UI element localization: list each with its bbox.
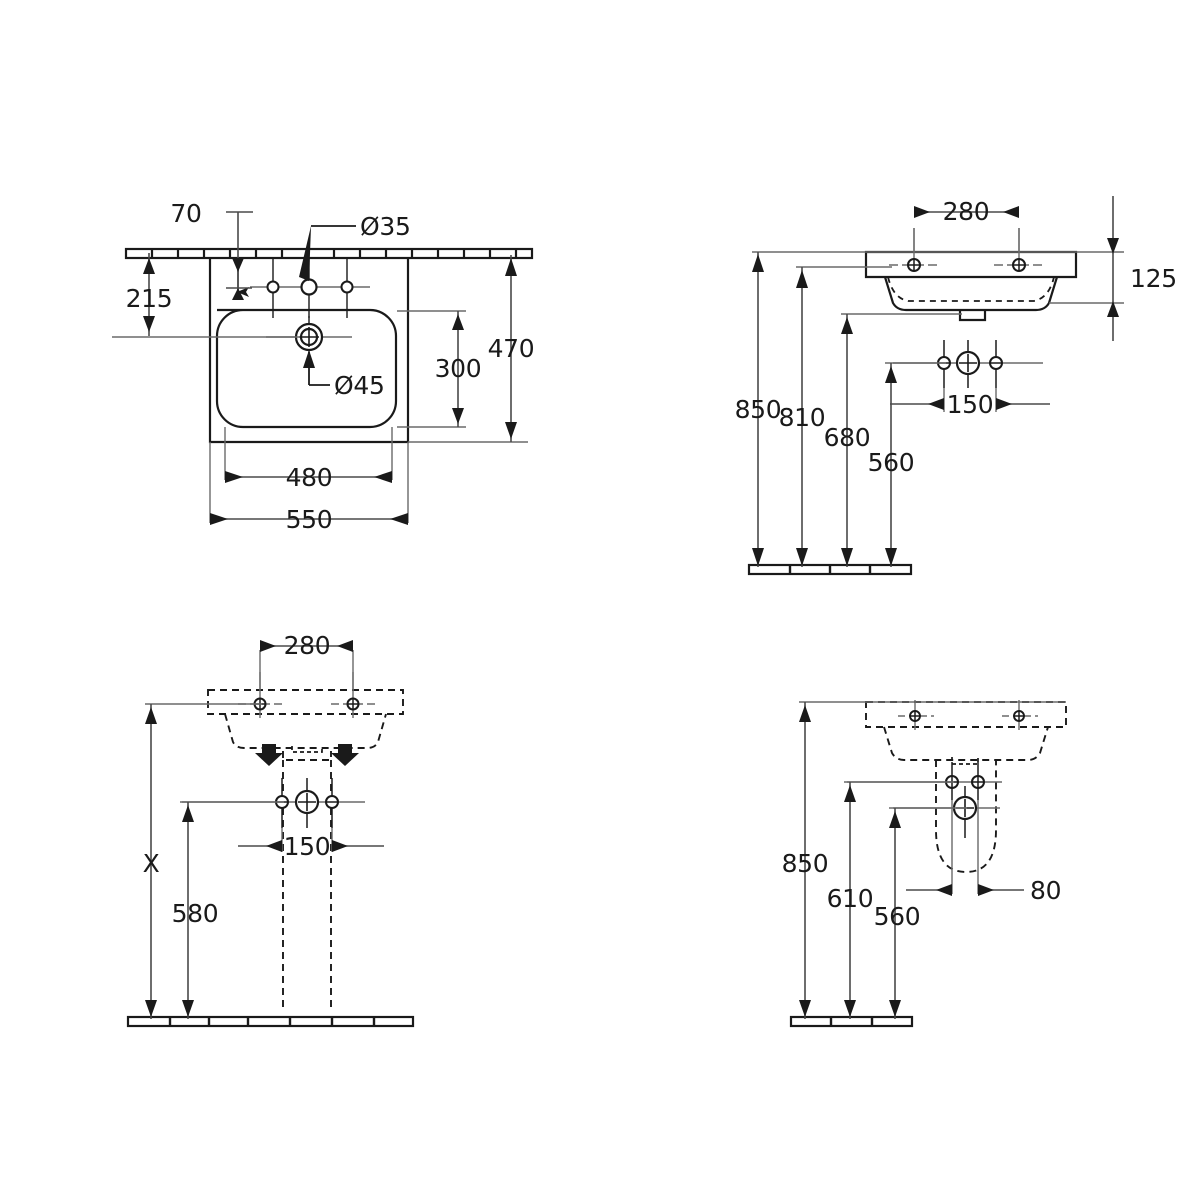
dim-150-front: 150 <box>890 388 1050 419</box>
pedestal-arrows-rear <box>255 744 359 766</box>
dim-560-side: 560 <box>874 807 967 1019</box>
dim-label-X: X <box>143 849 160 878</box>
dim-label-280-rear: 280 <box>284 631 331 660</box>
dim-label-580: 580 <box>172 899 219 928</box>
tap-holes-front <box>889 228 1045 272</box>
view-rear-elevation: 280 X 580 150 <box>126 631 415 1028</box>
dim-label-560-side: 560 <box>874 902 921 931</box>
dim-70-plan: 70 <box>170 199 253 300</box>
basin-outline-side <box>865 701 1067 761</box>
tap-hole-left-plan <box>266 280 280 294</box>
dim-label-550: 550 <box>286 505 333 534</box>
dim-label-810-front: 810 <box>779 403 826 432</box>
supply-pair-side <box>847 762 1002 800</box>
dim-300-plan: 300 <box>397 310 482 428</box>
dim-560-front: 560 <box>868 362 946 567</box>
dim-680-front: 680 <box>824 313 962 567</box>
dim-label-850-side: 850 <box>782 849 829 878</box>
dim-125-front: 125 <box>1049 196 1177 341</box>
dim-470-plan: 470 <box>408 255 535 443</box>
dim-850-side: 850 <box>782 701 1066 1019</box>
trap-outline-side <box>935 760 997 873</box>
dim-label-150-rear: 150 <box>284 832 331 861</box>
pedestal-cap-rear <box>291 746 323 753</box>
dim-810-front: 810 <box>779 266 892 567</box>
tap-holes-rear <box>238 672 375 718</box>
dim-label-150-front: 150 <box>947 390 994 419</box>
basin-outline-plan <box>208 258 410 444</box>
wall-band-plan <box>124 247 534 260</box>
dim-label-850-front: 850 <box>735 395 782 424</box>
dim-80-side: 80 <box>906 800 1062 905</box>
view-plan: 70 215 Ø35 Ø45 <box>112 199 535 534</box>
dim-280-front: 280 <box>913 197 1020 252</box>
view-side-elevation: 850 610 560 80 <box>782 700 1067 1028</box>
dim-label-80: 80 <box>1030 876 1061 905</box>
supply-group-rear <box>180 778 365 828</box>
floor-band-rear <box>126 1015 415 1028</box>
dim-label-280-front: 280 <box>943 197 990 226</box>
tap-hole-centre-plan <box>300 278 318 296</box>
view-front-elevation: 280 125 150 850 <box>735 196 1177 576</box>
dim-label-dia45: Ø45 <box>334 371 385 400</box>
dim-label-dia35: Ø35 <box>360 212 411 241</box>
basin-outline-rear <box>207 689 404 749</box>
waste-outlet-side <box>893 786 1000 838</box>
dim-label-70: 70 <box>170 199 201 228</box>
dim-label-300: 300 <box>435 354 482 383</box>
dim-label-470: 470 <box>488 334 535 363</box>
dim-150-rear: 150 <box>238 828 384 861</box>
dim-label-125: 125 <box>1130 264 1177 293</box>
basin-bowl-plan <box>215 308 398 429</box>
dim-X-rear: X <box>143 703 262 1019</box>
dim-580-rear: 580 <box>172 801 284 1019</box>
basin-inner-dashed-front <box>887 276 1055 302</box>
dim-550-plan: 550 <box>209 442 409 534</box>
supply-group-front <box>893 340 1043 388</box>
tap-hole-right-plan <box>340 280 354 294</box>
dim-label-560-front: 560 <box>868 448 915 477</box>
dim-280-rear: 280 <box>259 631 354 690</box>
dim-label-610: 610 <box>827 884 874 913</box>
dim-label-215: 215 <box>126 284 173 313</box>
leader-dia45-plan: Ø45 <box>303 350 385 400</box>
dim-label-480: 480 <box>286 463 333 492</box>
dim-480-plan: 480 <box>224 427 393 492</box>
trap-cap-side <box>951 757 979 765</box>
dim-215-plan: 215 <box>112 253 300 338</box>
floor-band-side <box>789 1015 914 1028</box>
floor-band-front <box>747 563 913 576</box>
dim-label-680-front: 680 <box>824 423 871 452</box>
basin-body-front <box>864 250 1078 322</box>
dim-610-side: 610 <box>827 781 954 1019</box>
leader-dia35-plan: Ø35 <box>299 212 411 281</box>
dim-850-front: 850 <box>735 251 1076 567</box>
tap-holes-side <box>898 700 1038 730</box>
